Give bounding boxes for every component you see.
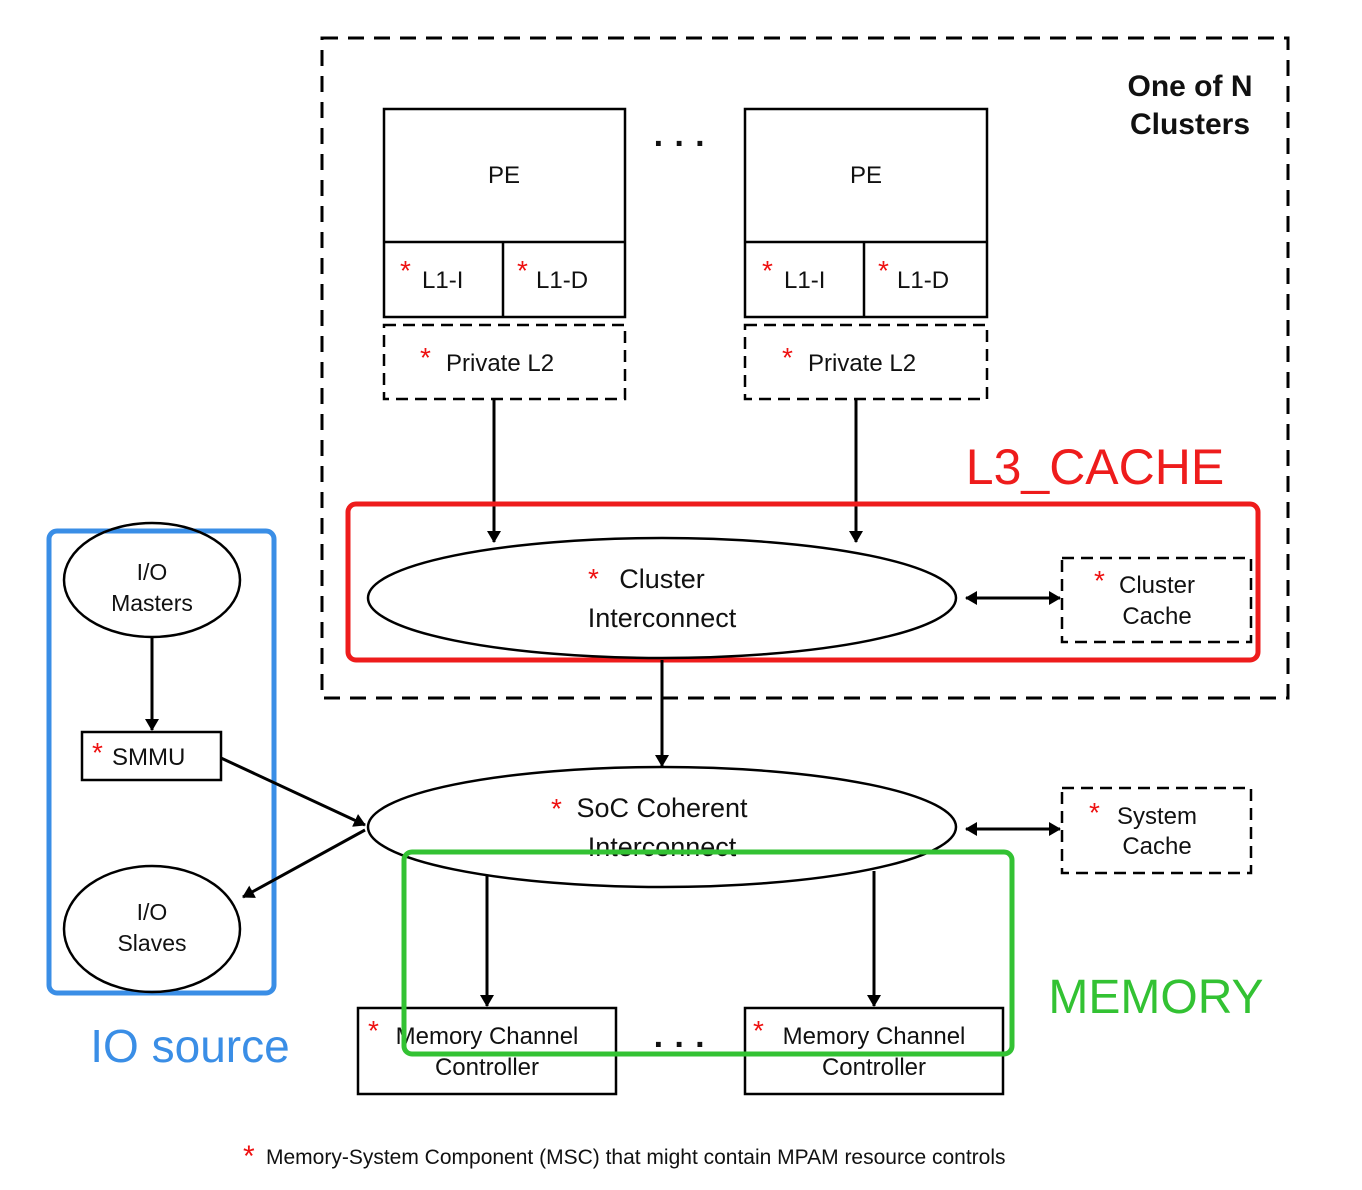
io-source-label: IO source xyxy=(90,1020,289,1072)
msc-marker: * xyxy=(1094,565,1105,596)
cluster-cache-line2: Cache xyxy=(1122,603,1191,630)
msc-marker: * xyxy=(243,1140,255,1173)
l1d-label: L1-D xyxy=(897,267,949,294)
msc-marker: * xyxy=(782,342,793,373)
memory-label: MEMORY xyxy=(1048,971,1263,1024)
msc-marker: * xyxy=(420,342,431,373)
msc-marker: * xyxy=(92,737,103,768)
smmu-label: SMMU xyxy=(112,744,185,771)
private-l2-2: * Private L2 xyxy=(743,323,989,401)
msc-marker: * xyxy=(400,255,411,286)
mem-controller-line1: Memory Channel xyxy=(783,1023,966,1050)
io-masters-line1: I/O xyxy=(137,559,168,585)
io-source-highlight xyxy=(46,528,277,996)
mem-ellipsis: · · · xyxy=(654,1026,707,1064)
soc-interconnect-line2: Interconnect xyxy=(588,832,737,862)
mem-controller-line1: Memory Channel xyxy=(396,1023,579,1050)
memory-channel-controller-1: * Memory Channel Controller xyxy=(356,1006,618,1096)
cluster-group-title-line2: Clusters xyxy=(1130,108,1250,141)
system-cache-line2: Cache xyxy=(1122,833,1191,860)
footnote: * Memory-System Component (MSC) that mig… xyxy=(243,1140,1006,1173)
msc-marker: * xyxy=(1089,797,1100,828)
memory-channel-controller-2: * Memory Channel Controller xyxy=(743,1006,1005,1096)
private-l2-label: Private L2 xyxy=(446,350,554,377)
l1i-label: L1-I xyxy=(422,267,463,294)
msc-marker: * xyxy=(588,563,599,594)
msc-marker: * xyxy=(368,1015,379,1046)
cluster-group-title-line1: One of N xyxy=(1128,70,1253,103)
soc-interconnect-line1: SoC Coherent xyxy=(576,793,748,823)
cluster-interconnect: * Cluster Interconnect xyxy=(366,536,958,660)
edge-soc-interconnect-to-io-slaves xyxy=(242,828,366,899)
io-masters: I/O Masters xyxy=(62,521,242,639)
l1d-label: L1-D xyxy=(536,267,588,294)
soc-coherent-interconnect: * SoC Coherent Interconnect xyxy=(366,765,958,889)
memory-highlight xyxy=(401,849,1015,1057)
io-slaves: I/O Slaves xyxy=(62,864,242,994)
cluster-cache: * Cluster Cache xyxy=(1060,556,1253,644)
l3-cache-label: L3_CACHE xyxy=(966,439,1224,495)
pe-label: PE xyxy=(850,162,882,189)
cluster-interconnect-line1: Cluster xyxy=(619,564,705,594)
pe-block-1: PE * L1-I * L1-D xyxy=(382,107,627,319)
l1i-label: L1-I xyxy=(784,267,825,294)
io-slaves-line1: I/O xyxy=(137,899,168,925)
io-masters-line2: Masters xyxy=(111,590,193,616)
io-slaves-line2: Slaves xyxy=(117,930,186,956)
system-cache: * System Cache xyxy=(1060,786,1253,875)
msc-marker: * xyxy=(753,1015,764,1046)
smmu: * SMMU xyxy=(80,730,223,782)
system-cache-line1: System xyxy=(1117,803,1197,830)
cluster-group-frame xyxy=(320,36,1290,700)
msc-marker: * xyxy=(551,793,562,824)
mem-controller-line2: Controller xyxy=(435,1054,539,1081)
mem-controller-line2: Controller xyxy=(822,1054,926,1081)
msc-marker: * xyxy=(517,255,528,286)
footnote-text: Memory-System Component (MSC) that might… xyxy=(266,1146,1006,1169)
pe-label: PE xyxy=(488,162,520,189)
cluster-interconnect-line2: Interconnect xyxy=(588,603,737,633)
pe-block-2: PE * L1-I * L1-D xyxy=(743,107,989,319)
pe-ellipsis: · · · xyxy=(654,125,707,163)
private-l2-label: Private L2 xyxy=(808,350,916,377)
cluster-cache-line1: Cluster xyxy=(1119,572,1195,599)
edge-smmu-to-soc-interconnect xyxy=(220,756,366,827)
private-l2-1: * Private L2 xyxy=(382,323,627,401)
msc-marker: * xyxy=(878,255,889,286)
l3-cache-highlight xyxy=(345,501,1261,663)
msc-marker: * xyxy=(762,255,773,286)
